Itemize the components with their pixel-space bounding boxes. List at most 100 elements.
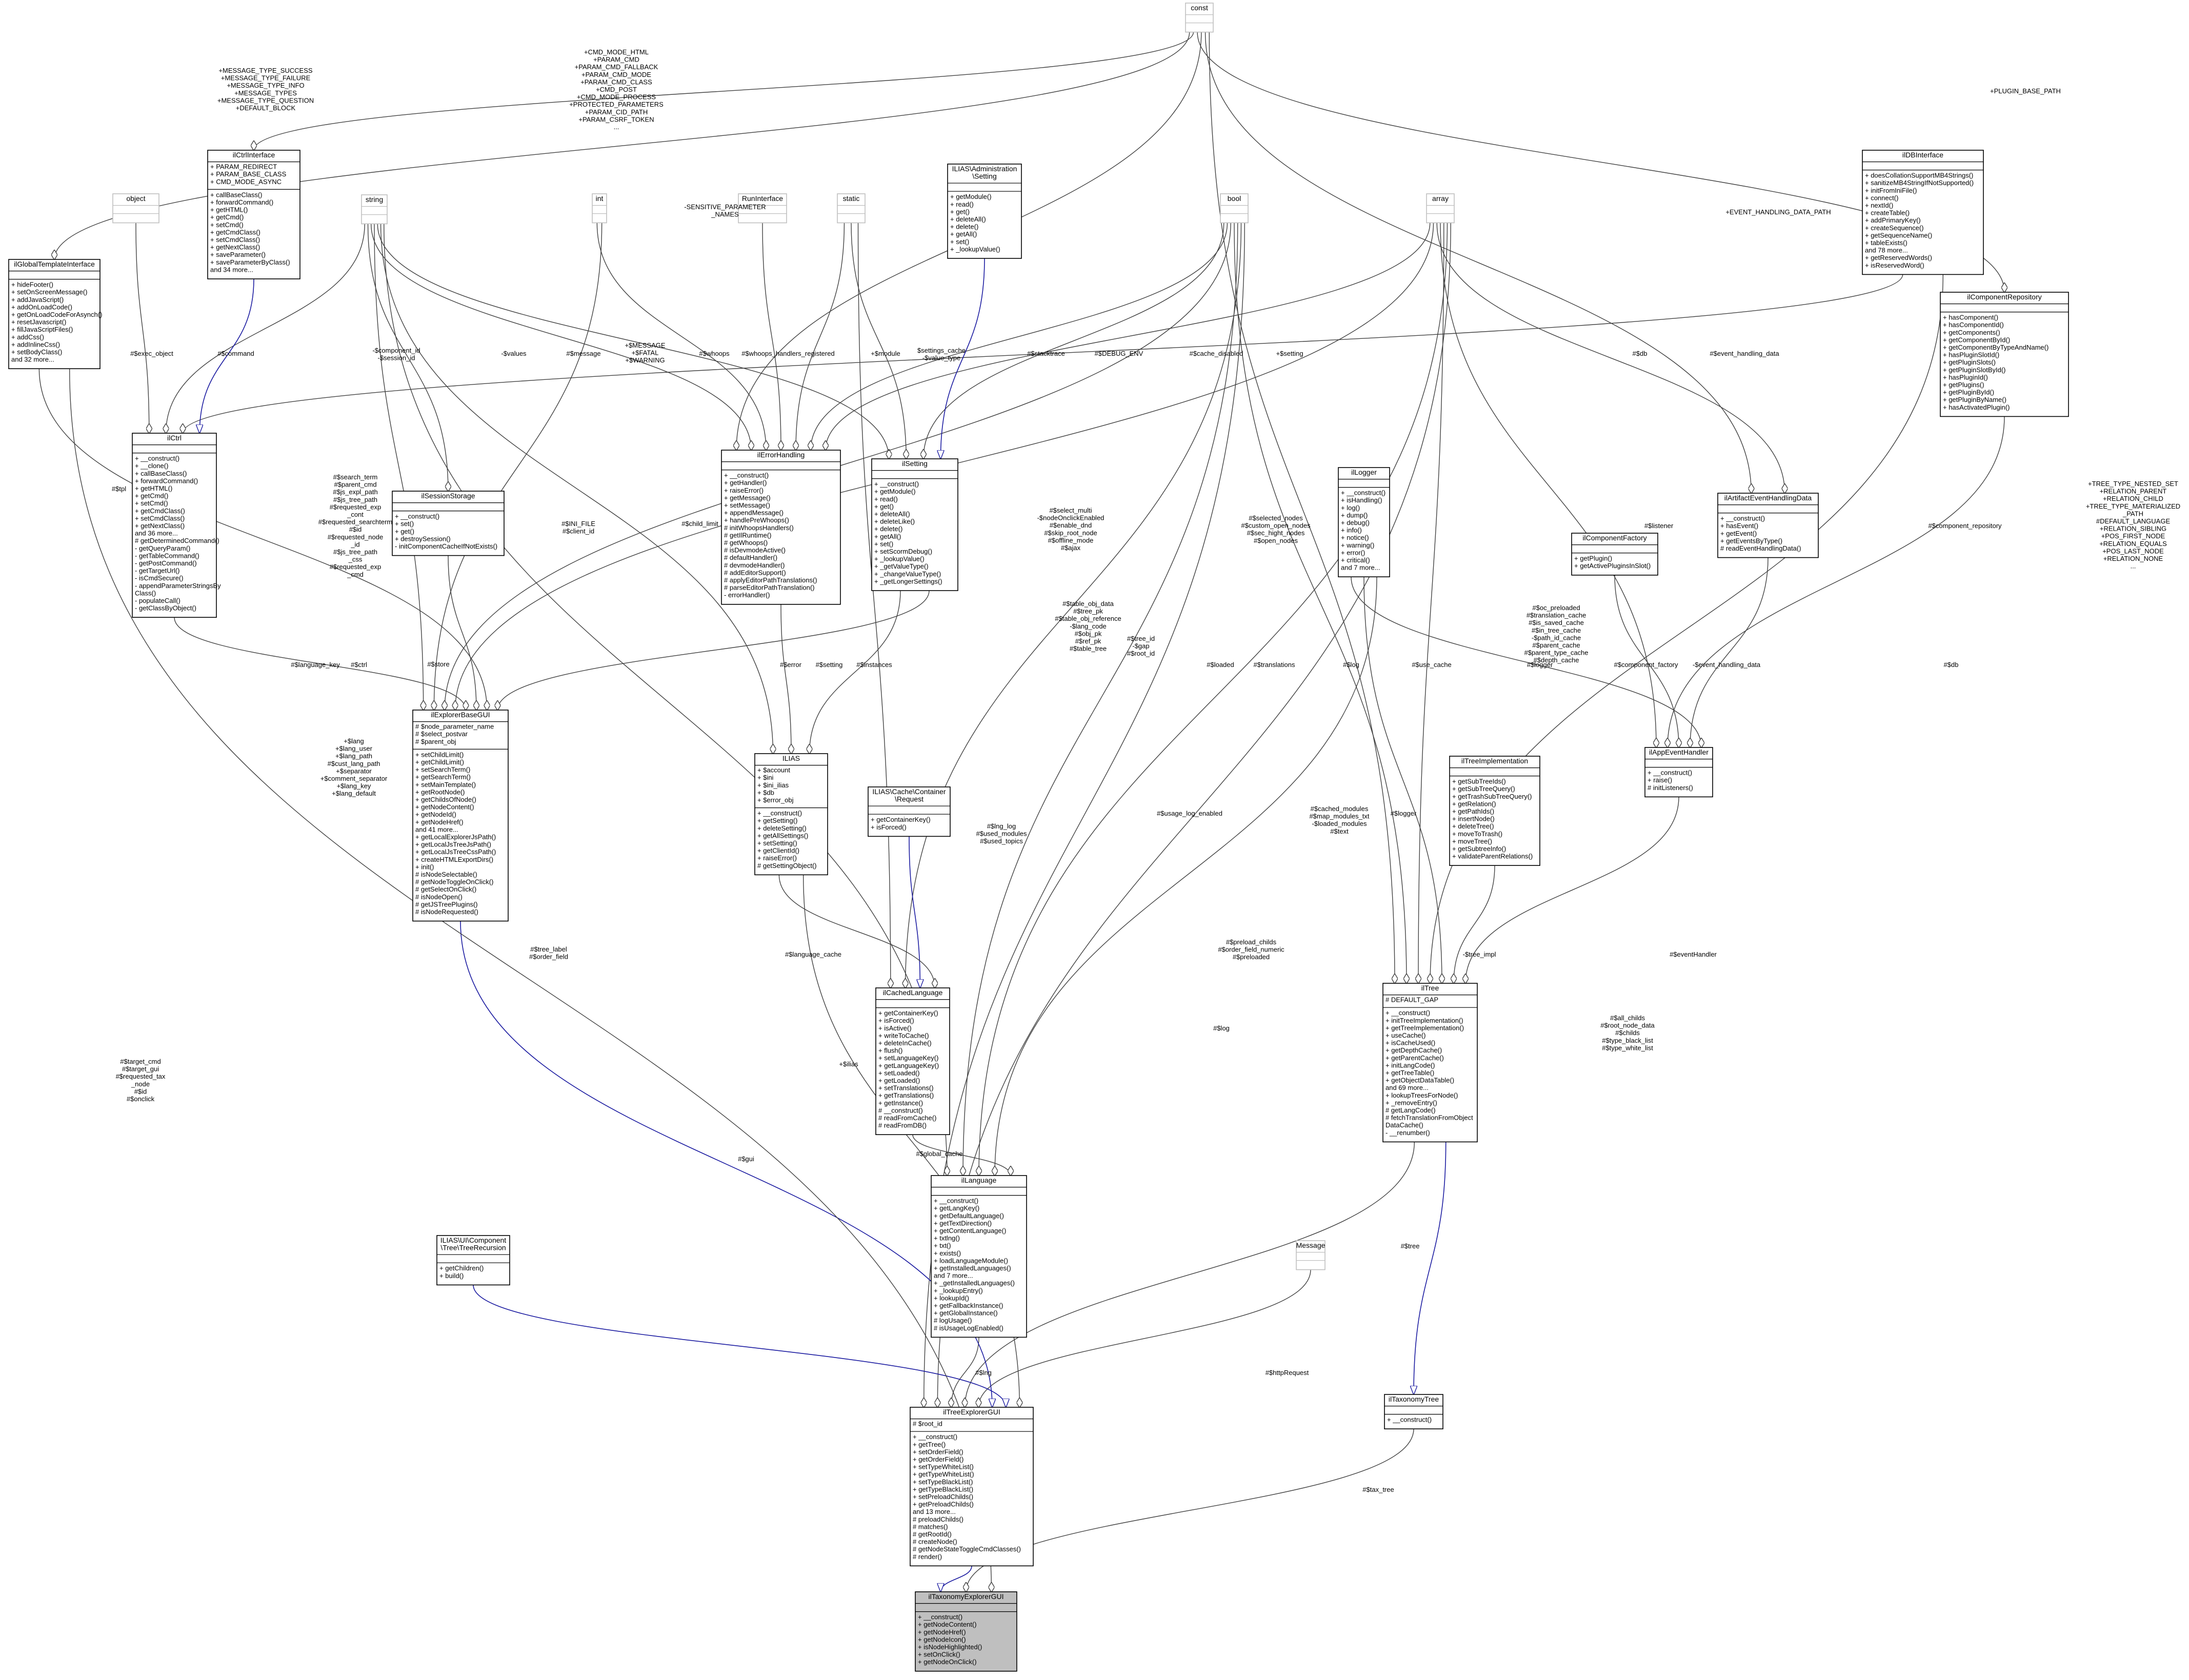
edge-label: #$store [427,660,449,668]
class-operation: + setTranslations() [878,1084,934,1092]
class-operation: + getSequenceName() [1865,231,1932,239]
class-box [1338,467,1390,577]
edge-label-line: +$lang_path [335,752,372,760]
class-operation: + hasEvent() [1720,522,1758,530]
class-operation: + getNodeId() [415,811,456,818]
edge-label: #$child_limit [681,520,718,528]
class-operation: + __construct() [1387,1416,1432,1424]
edge-label-line: #$instances [856,661,892,669]
edge-label: #$cached_modules#$map_modules_txt-$loade… [1309,805,1369,835]
class-operation: + getGlobalInstance() [934,1309,998,1317]
association-edge-string-errhand [371,224,751,450]
class-operation: + set() [950,238,969,246]
class-operation: + __construct() [1720,515,1765,522]
edge-label-line: -$lang_code [1070,622,1107,630]
class-operation: + __construct() [757,809,802,817]
edge-label: #$cache_disabled [1190,350,1243,357]
class-operation: + createSequence() [1865,224,1924,232]
class-operation: + _lookupValue() [950,245,1000,253]
edge-label: #$all_childs#$root_node_data#$childs#$ty… [1600,1014,1655,1051]
association-edge-setting-ilias [810,590,901,754]
class-operation: + getModule() [950,193,992,200]
edge-label-line: +MESSAGE_TYPE_FAILURE [221,74,311,82]
class-operation: + setCmd() [135,499,168,507]
edge-label: #$select_multi-$nodeOnclickEnabled#$enab… [1037,507,1104,552]
edge-label-line: #$requested_node [328,533,383,541]
edge-label-line: -$tree_impl [1462,950,1496,958]
class-operation: + getAllSettings() [757,832,808,839]
class-box [132,433,217,618]
class-title: ilCtrlInterface [233,151,275,159]
edge-label-line: +$WARNING [625,356,665,364]
association-edge-string-expbase [374,224,424,710]
class-title: Message [1296,1241,1326,1249]
class-title: ilAppEventHandler [1649,748,1709,756]
edge-label-line: #$all_childs [1610,1014,1645,1022]
edge-label-line: #$lng [975,1369,992,1377]
class-operation: + getContainerKey() [878,1009,938,1017]
class-box [392,491,505,556]
edge-label-line: #$child_limit [681,520,718,528]
edge-label: #$preload_childs#$order_field_numeric#$p… [1218,938,1284,961]
class-operation: + lookupId() [934,1294,969,1302]
edge-label-line: #$logger [1527,661,1553,669]
inheritance-edge-adminsetting-setting [940,258,985,459]
class-operation: + getPluginById() [1943,389,1994,396]
class-operation: + setTypeWhiteList() [913,1463,974,1471]
association-edge-gtplif-expbase [38,369,487,710]
class-operation: + getInstance() [878,1099,923,1107]
class-node-taxexp: ilTaxonomyExplorerGUI+ __construct()+ ge… [915,1591,1017,1672]
class-title: ilTaxonomyExplorerGUI [928,1592,1003,1601]
edge-label-line: #$target_gui [122,1065,159,1073]
class-box [868,786,951,837]
edge-label-line: #$httpRequest [1266,1369,1309,1377]
edge-label-line: -$loaded_modules [1312,820,1367,827]
edge-label: #$instances [856,661,892,669]
class-title: const [1191,4,1208,12]
edge-label: -$tree_impl [1462,950,1496,958]
class-operation: # getIlRuntime() [724,531,771,539]
class-operation: + getInstalledLanguages() [934,1264,1011,1272]
edge-label-line: #$gui [738,1155,754,1163]
edge-label-line: +$comment_separator [320,775,388,782]
edge-label-line: +$separator [336,767,372,775]
class-operation: + deleteLike() [874,518,915,525]
edge-label-line: #$translation_cache [1527,612,1586,619]
class-operation: # getLangCode() [1385,1106,1436,1114]
edge-label-line: #$tree [1401,1242,1420,1250]
class-operation: + __construct() [1385,1009,1430,1017]
class-operation: + setBodyClass() [11,348,62,356]
class-operation: + getLoaded() [878,1077,920,1084]
class-operation: + getCmdClass() [135,507,185,515]
class-operation: + isActive() [878,1024,912,1032]
edge-label: #$exec_object [130,350,173,357]
class-node-cachedlang: ilCachedLanguage+ getContainerKey()+ isF… [875,987,950,1136]
class-operation: + log() [1341,504,1360,512]
class-operation: + initTreeImplementation() [1385,1017,1463,1024]
class-operation: + setOnScreenMessage() [11,288,87,296]
class-operation: + get() [395,528,414,535]
class-attribute: + $ini [757,774,774,781]
class-node-ilctrl: ilCtrl+ __construct()+ __clone()+ callBa… [132,433,221,618]
inheritance-edge-iltree-taxtree [1414,1142,1447,1394]
association-edge-dbif-ilctrl [183,274,1903,433]
edge-label-line: #$obj_pk [1075,630,1102,637]
class-operation: + setScormDebug() [874,548,932,555]
edge-label-line: #$root_id [1127,650,1155,657]
edge-label: #$tpl [112,485,126,493]
class-title: static [843,194,860,203]
class-box [1185,3,1214,33]
association-edge-array-language [979,222,1448,1176]
class-box [112,193,159,224]
edge-label-line: #$ctrl [351,661,367,669]
edge-label-line: +CMD_MODE_PROCESS [577,93,656,101]
class-operation: # initListeners() [1648,784,1693,792]
edge-label-line: -$value_type [922,354,960,362]
association-edge-runif-errhand [762,222,781,450]
class-operation: + getMessage() [724,494,771,501]
class-title: ilDBInterface [1902,151,1943,159]
class-operation: # isUsageLogEnabled() [934,1324,1003,1332]
class-operation: + hasPluginId() [1943,373,1988,381]
class-node-compRepo: ilComponentRepository+ hasComponent()+ h… [1940,292,2069,417]
class-operation: + callBaseClass() [210,191,263,198]
